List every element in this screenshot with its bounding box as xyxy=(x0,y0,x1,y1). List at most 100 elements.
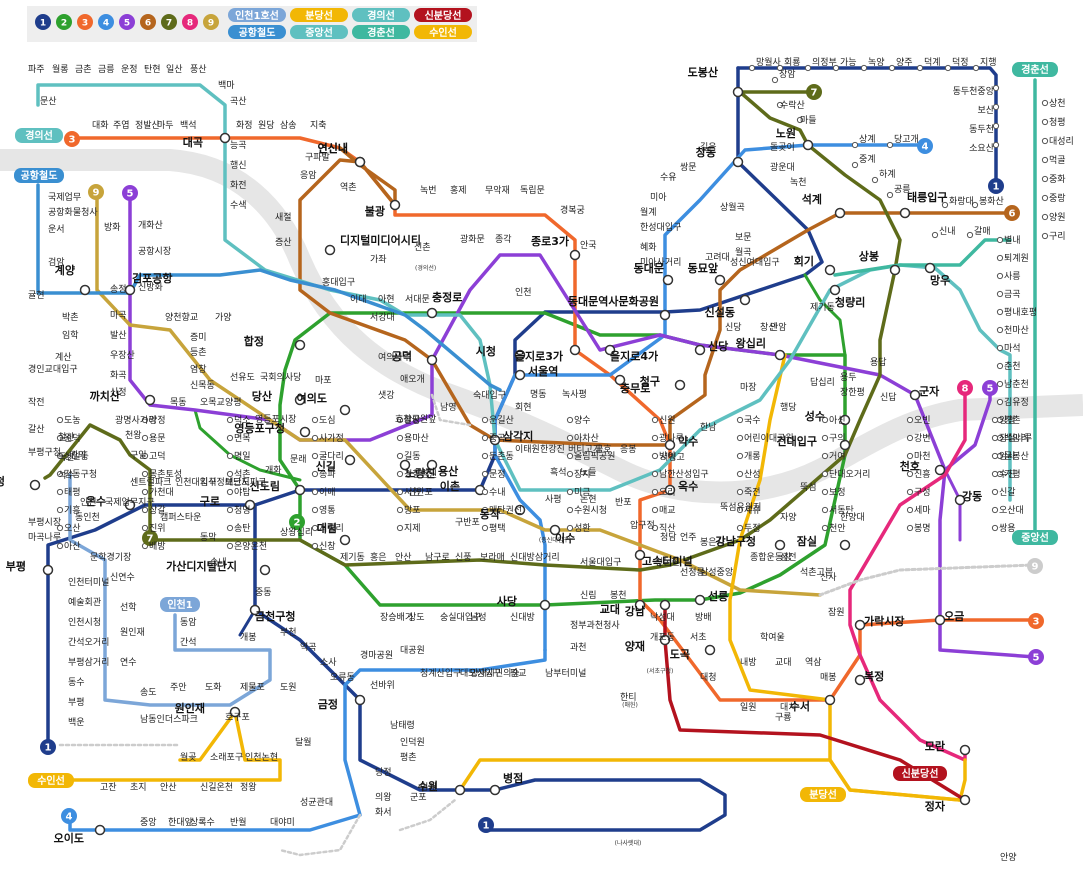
station-transfer[interactable] xyxy=(29,479,41,491)
station-stop[interactable] xyxy=(771,76,779,84)
station-stop[interactable] xyxy=(651,452,659,460)
station-stop[interactable] xyxy=(906,488,914,496)
station-stop[interactable] xyxy=(1041,194,1049,202)
station-stop[interactable] xyxy=(736,434,744,442)
station-stop[interactable] xyxy=(851,161,859,169)
station-transfer[interactable] xyxy=(94,824,106,836)
station-stop[interactable] xyxy=(141,434,149,442)
station-stop[interactable] xyxy=(56,470,64,478)
station-stop[interactable] xyxy=(226,434,234,442)
station-stop[interactable] xyxy=(566,488,574,496)
station-stop[interactable] xyxy=(996,362,1004,370)
station-stop[interactable] xyxy=(56,452,64,460)
station-stop[interactable] xyxy=(996,308,1004,316)
station-stop[interactable] xyxy=(311,452,319,460)
station-stop[interactable] xyxy=(396,506,404,514)
station-stop[interactable] xyxy=(796,116,804,124)
station-transfer[interactable] xyxy=(79,284,91,296)
station-stop[interactable] xyxy=(1041,213,1049,221)
station-stop[interactable] xyxy=(141,416,149,424)
station-transfer[interactable] xyxy=(889,264,901,276)
station-stop[interactable] xyxy=(226,416,234,424)
station-transfer[interactable] xyxy=(354,156,366,168)
station-stop[interactable] xyxy=(311,470,319,478)
station-stop[interactable] xyxy=(821,416,829,424)
station-stop[interactable] xyxy=(996,254,1004,262)
station-stop[interactable] xyxy=(56,542,64,550)
station-transfer[interactable] xyxy=(324,244,336,256)
station-transfer[interactable] xyxy=(959,794,971,806)
station-stop[interactable] xyxy=(736,416,744,424)
station-stop[interactable] xyxy=(804,64,812,72)
station-transfer[interactable] xyxy=(426,459,438,471)
station-transfer[interactable] xyxy=(389,199,401,211)
station-stop[interactable] xyxy=(396,452,404,460)
station-stop[interactable] xyxy=(971,201,979,209)
station-stop[interactable] xyxy=(566,506,574,514)
station-transfer[interactable] xyxy=(854,619,866,631)
station-stop[interactable] xyxy=(736,524,744,532)
station-stop[interactable] xyxy=(311,434,319,442)
station-transfer[interactable] xyxy=(909,389,921,401)
station-stop[interactable] xyxy=(916,64,924,72)
station-transfer[interactable] xyxy=(774,539,786,551)
station-transfer[interactable] xyxy=(514,349,526,361)
station-transfer[interactable] xyxy=(259,564,271,576)
station-transfer[interactable] xyxy=(426,354,438,366)
station-transfer[interactable] xyxy=(924,262,936,274)
station-transfer[interactable] xyxy=(294,339,306,351)
station-transfer[interactable] xyxy=(344,454,356,466)
station-transfer[interactable] xyxy=(739,294,751,306)
station-stop[interactable] xyxy=(311,542,319,550)
station-stop[interactable] xyxy=(821,524,829,532)
station-stop[interactable] xyxy=(1041,137,1049,145)
station-transfer[interactable] xyxy=(834,207,846,219)
station-stop[interactable] xyxy=(311,524,319,532)
station-stop[interactable] xyxy=(1041,175,1049,183)
station-stop[interactable] xyxy=(996,272,1004,280)
station-transfer[interactable] xyxy=(294,394,306,406)
station-transfer[interactable] xyxy=(854,674,866,686)
station-transfer[interactable] xyxy=(144,394,156,406)
station-stop[interactable] xyxy=(566,524,574,532)
station-stop[interactable] xyxy=(56,434,64,442)
station-transfer[interactable] xyxy=(244,499,256,511)
station-stop[interactable] xyxy=(396,434,404,442)
station-transfer[interactable] xyxy=(514,369,526,381)
station-stop[interactable] xyxy=(141,506,149,514)
station-stop[interactable] xyxy=(651,434,659,442)
station-transfer[interactable] xyxy=(934,614,946,626)
station-stop[interactable] xyxy=(56,488,64,496)
station-transfer[interactable] xyxy=(662,274,674,286)
station-stop[interactable] xyxy=(996,236,1004,244)
station-stop[interactable] xyxy=(1041,156,1049,164)
station-stop[interactable] xyxy=(226,506,234,514)
station-transfer[interactable] xyxy=(124,499,136,511)
station-transfer[interactable] xyxy=(839,539,851,551)
station-stop[interactable] xyxy=(566,416,574,424)
station-stop[interactable] xyxy=(651,524,659,532)
station-stop[interactable] xyxy=(821,452,829,460)
station-stop[interactable] xyxy=(311,488,319,496)
station-stop[interactable] xyxy=(141,470,149,478)
station-stop[interactable] xyxy=(566,452,574,460)
station-stop[interactable] xyxy=(906,452,914,460)
station-transfer[interactable] xyxy=(489,784,501,796)
station-stop[interactable] xyxy=(481,452,489,460)
station-stop[interactable] xyxy=(991,488,999,496)
station-transfer[interactable] xyxy=(489,434,501,446)
station-transfer[interactable] xyxy=(659,634,671,646)
station-transfer[interactable] xyxy=(934,464,946,476)
station-stop[interactable] xyxy=(992,141,1000,149)
station-transfer[interactable] xyxy=(714,274,726,286)
station-stop[interactable] xyxy=(991,416,999,424)
station-transfer[interactable] xyxy=(299,426,311,438)
station-stop[interactable] xyxy=(991,470,999,478)
station-transfer[interactable] xyxy=(674,379,686,391)
station-stop[interactable] xyxy=(748,64,756,72)
station-transfer[interactable] xyxy=(219,132,231,144)
station-transfer[interactable] xyxy=(664,439,676,451)
station-stop[interactable] xyxy=(906,416,914,424)
station-stop[interactable] xyxy=(566,434,574,442)
station-stop[interactable] xyxy=(481,488,489,496)
